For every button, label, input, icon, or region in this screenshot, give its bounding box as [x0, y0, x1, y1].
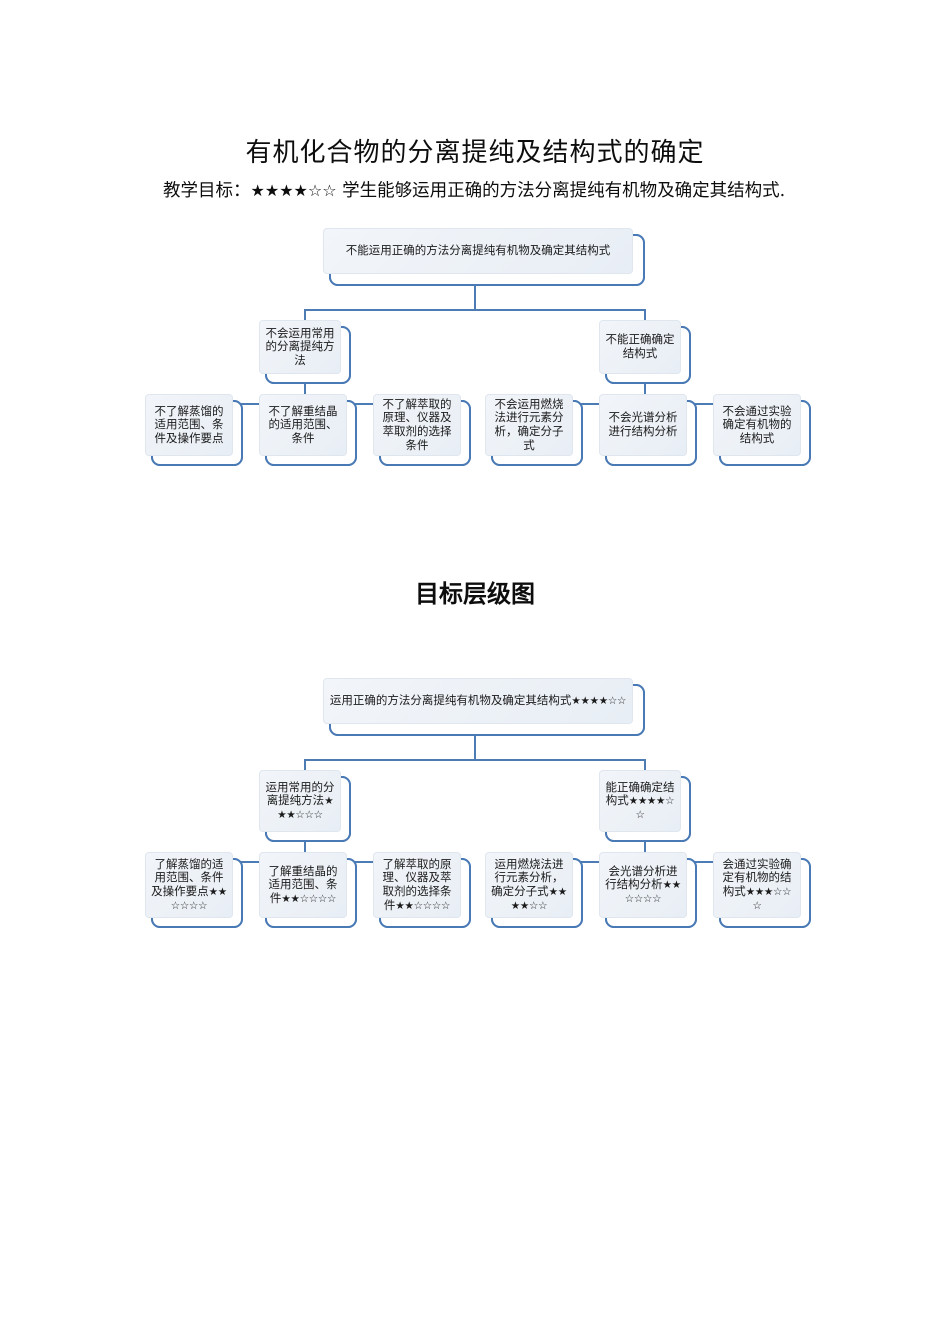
goal-leaf-node-combustion[interactable]: 运用燃烧法进行元素分析，确定分子式★★★★☆☆ — [485, 852, 583, 928]
connector-level2-bus — [304, 759, 646, 761]
node-panel: 不了解蒸馏的适用范围、条件及操作要点 — [145, 394, 233, 456]
node-label: 了解萃取的原理、仪器及萃取剂的选择条件★★☆☆☆☆ — [379, 856, 455, 912]
node-panel: 了解萃取的原理、仪器及萃取剂的选择条件★★☆☆☆☆ — [373, 852, 461, 918]
problem-level2-node-methods[interactable]: 不会运用常用的分离提纯方法 — [259, 320, 351, 384]
node-panel: 不能运用正确的方法分离提纯有机物及确定其结构式 — [323, 228, 633, 274]
goal-level2-node-structure[interactable]: 能正确确定结构式★★★★☆☆ — [599, 770, 691, 842]
node-panel: 了解蒸馏的适用范围、条件及操作要点★★☆☆☆☆ — [145, 852, 233, 918]
problem-leaf-node-recrystallization[interactable]: 不了解重结晶的适用范围、条件 — [259, 394, 357, 466]
goal-leaf-node-experiment[interactable]: 会通过实验确定有机物的结构式★★★☆☆☆ — [713, 852, 811, 928]
node-star-rating: ★★☆☆☆☆ — [395, 899, 451, 912]
node-label: 不会运用燃烧法进行元素分析，确定分子式 — [494, 396, 564, 452]
node-panel: 会通过实验确定有机物的结构式★★★☆☆☆ — [713, 852, 801, 918]
section-heading-goal-hierarchy: 目标层级图 — [415, 579, 535, 608]
node-star-rating: ★★☆☆☆☆ — [281, 892, 337, 905]
connector-root-stem — [474, 735, 476, 759]
connector-left-branch-stem — [304, 383, 306, 403]
page-title: 有机化合物的分离提纯及结构式的确定 — [245, 138, 705, 168]
objective-label: 教学目标： — [163, 181, 251, 201]
teaching-objective-line: 教学目标：★★★★☆☆ 学生能够运用正确的方法分离提纯有机物及确定其结构式. — [163, 178, 803, 204]
node-panel: 会光谱分析进行结构分析★★☆☆☆☆ — [599, 852, 687, 918]
node-panel: 了解重结晶的适用范围、条件★★☆☆☆☆ — [259, 852, 347, 918]
node-text: 运用正确的方法分离提纯有机物及确定其结构式 — [329, 693, 572, 708]
problem-root-node[interactable]: 不能运用正确的方法分离提纯有机物及确定其结构式 — [323, 228, 645, 286]
node-label: 不能运用正确的方法分离提纯有机物及确定其结构式 — [345, 243, 611, 258]
node-panel: 不能正确确定结构式 — [599, 320, 681, 374]
problem-level2-node-structure[interactable]: 不能正确确定结构式 — [599, 320, 691, 384]
node-panel: 不会通过实验确定有机物的结构式 — [713, 394, 801, 456]
node-text: 能正确确定结构式 — [605, 779, 675, 808]
connector-right-branch-stem — [644, 841, 646, 861]
node-panel: 不会光谱分析进行结构分析 — [599, 394, 687, 456]
node-star-rating: ★★☆☆☆☆ — [624, 879, 681, 905]
node-label: 不了解重结晶的适用范围、条件 — [268, 403, 338, 445]
node-label: 运用燃烧法进行元素分析，确定分子式★★★★☆☆ — [491, 856, 567, 912]
goal-hierarchy-diagram: 运用正确的方法分离提纯有机物及确定其结构式★★★★☆☆ 运用常用的分离提纯方法★… — [0, 678, 950, 948]
node-panel: 运用常用的分离提纯方法★★★☆☆☆ — [259, 770, 341, 832]
node-panel: 运用燃烧法进行元素分析，确定分子式★★★★☆☆ — [485, 852, 573, 918]
node-label: 了解重结晶的适用范围、条件★★☆☆☆☆ — [265, 863, 341, 906]
problem-leaf-node-experiment[interactable]: 不会通过实验确定有机物的结构式 — [713, 394, 811, 466]
node-label: 不会光谱分析进行结构分析 — [608, 410, 678, 438]
node-panel: 不了解萃取的原理、仪器及萃取剂的选择条件 — [373, 394, 461, 456]
objective-description: 学生能够运用正确的方法分离提纯有机物及确定其结构式. — [336, 181, 786, 201]
connector-to-level2-left — [304, 309, 306, 329]
node-star-rating: ★★★★☆☆ — [628, 795, 675, 821]
goal-leaf-node-distillation[interactable]: 了解蒸馏的适用范围、条件及操作要点★★☆☆☆☆ — [145, 852, 243, 928]
node-label: 不能正确确定结构式 — [605, 332, 675, 360]
problem-leaf-node-spectroscopy[interactable]: 不会光谱分析进行结构分析 — [599, 394, 697, 466]
node-label: 会光谱分析进行结构分析★★☆☆☆☆ — [605, 863, 681, 906]
problem-hierarchy-diagram: 不能运用正确的方法分离提纯有机物及确定其结构式 不会运用常用的分离提纯方法 不能… — [0, 228, 950, 488]
node-text: 了解蒸馏的适用范围、条件及操作要点 — [151, 856, 224, 898]
node-label: 运用常用的分离提纯方法★★★☆☆☆ — [265, 779, 335, 822]
node-label: 不了解萃取的原理、仪器及萃取剂的选择条件 — [382, 396, 452, 452]
node-text: 运用常用的分离提纯方法 — [265, 779, 335, 808]
node-label: 不会运用常用的分离提纯方法 — [265, 325, 335, 367]
problem-leaf-node-combustion[interactable]: 不会运用燃烧法进行元素分析，确定分子式 — [485, 394, 583, 466]
node-star-rating: ★★★★☆☆ — [510, 886, 567, 912]
connector-root-stem — [474, 285, 476, 309]
node-text: 了解萃取的原理、仪器及萃取剂的选择条件 — [382, 856, 452, 912]
connector-to-level2-right — [644, 759, 646, 779]
connector-level2-bus — [304, 309, 646, 311]
node-panel: 不会运用燃烧法进行元素分析，确定分子式 — [485, 394, 573, 456]
node-label: 了解蒸馏的适用范围、条件及操作要点★★☆☆☆☆ — [151, 856, 227, 912]
node-panel: 不会运用常用的分离提纯方法 — [259, 320, 341, 374]
node-panel: 运用正确的方法分离提纯有机物及确定其结构式★★★★☆☆ — [323, 678, 633, 724]
connector-to-level2-right — [644, 309, 646, 329]
node-text: 会通过实验确定有机物的结构式 — [722, 856, 792, 898]
problem-leaf-node-distillation[interactable]: 不了解蒸馏的适用范围、条件及操作要点 — [145, 394, 243, 466]
node-star-rating: ★★★☆☆☆ — [745, 886, 792, 912]
goal-root-node[interactable]: 运用正确的方法分离提纯有机物及确定其结构式★★★★☆☆ — [323, 678, 645, 736]
goal-leaf-node-recrystallization[interactable]: 了解重结晶的适用范围、条件★★☆☆☆☆ — [259, 852, 357, 928]
connector-right-branch-stem — [644, 383, 646, 403]
node-text: 了解重结晶的适用范围、条件 — [268, 863, 338, 905]
goal-level2-node-methods[interactable]: 运用常用的分离提纯方法★★★☆☆☆ — [259, 770, 351, 842]
goal-leaf-node-extraction[interactable]: 了解萃取的原理、仪器及萃取剂的选择条件★★☆☆☆☆ — [373, 852, 471, 928]
node-panel: 能正确确定结构式★★★★☆☆ — [599, 770, 681, 832]
node-star-rating: ★★★★☆☆ — [571, 695, 627, 708]
node-label: 运用正确的方法分离提纯有机物及确定其结构式★★★★☆☆ — [329, 693, 627, 708]
node-text: 运用燃烧法进行元素分析，确定分子式 — [491, 856, 564, 898]
problem-leaf-node-extraction[interactable]: 不了解萃取的原理、仪器及萃取剂的选择条件 — [373, 394, 471, 466]
node-label: 能正确确定结构式★★★★☆☆ — [605, 779, 675, 822]
goal-leaf-node-spectroscopy[interactable]: 会光谱分析进行结构分析★★☆☆☆☆ — [599, 852, 697, 928]
connector-left-branch-stem — [304, 841, 306, 861]
node-star-rating: ★★☆☆☆☆ — [170, 886, 227, 912]
node-label: 会通过实验确定有机物的结构式★★★☆☆☆ — [719, 856, 795, 912]
objective-star-rating: ★★★★☆☆ — [250, 181, 337, 200]
node-label: 不会通过实验确定有机物的结构式 — [722, 403, 792, 445]
node-panel: 不了解重结晶的适用范围、条件 — [259, 394, 347, 456]
node-text: 会光谱分析进行结构分析 — [605, 863, 678, 892]
node-label: 不了解蒸馏的适用范围、条件及操作要点 — [154, 403, 224, 445]
node-star-rating: ★★★☆☆☆ — [277, 795, 334, 821]
connector-to-level2-left — [304, 759, 306, 779]
